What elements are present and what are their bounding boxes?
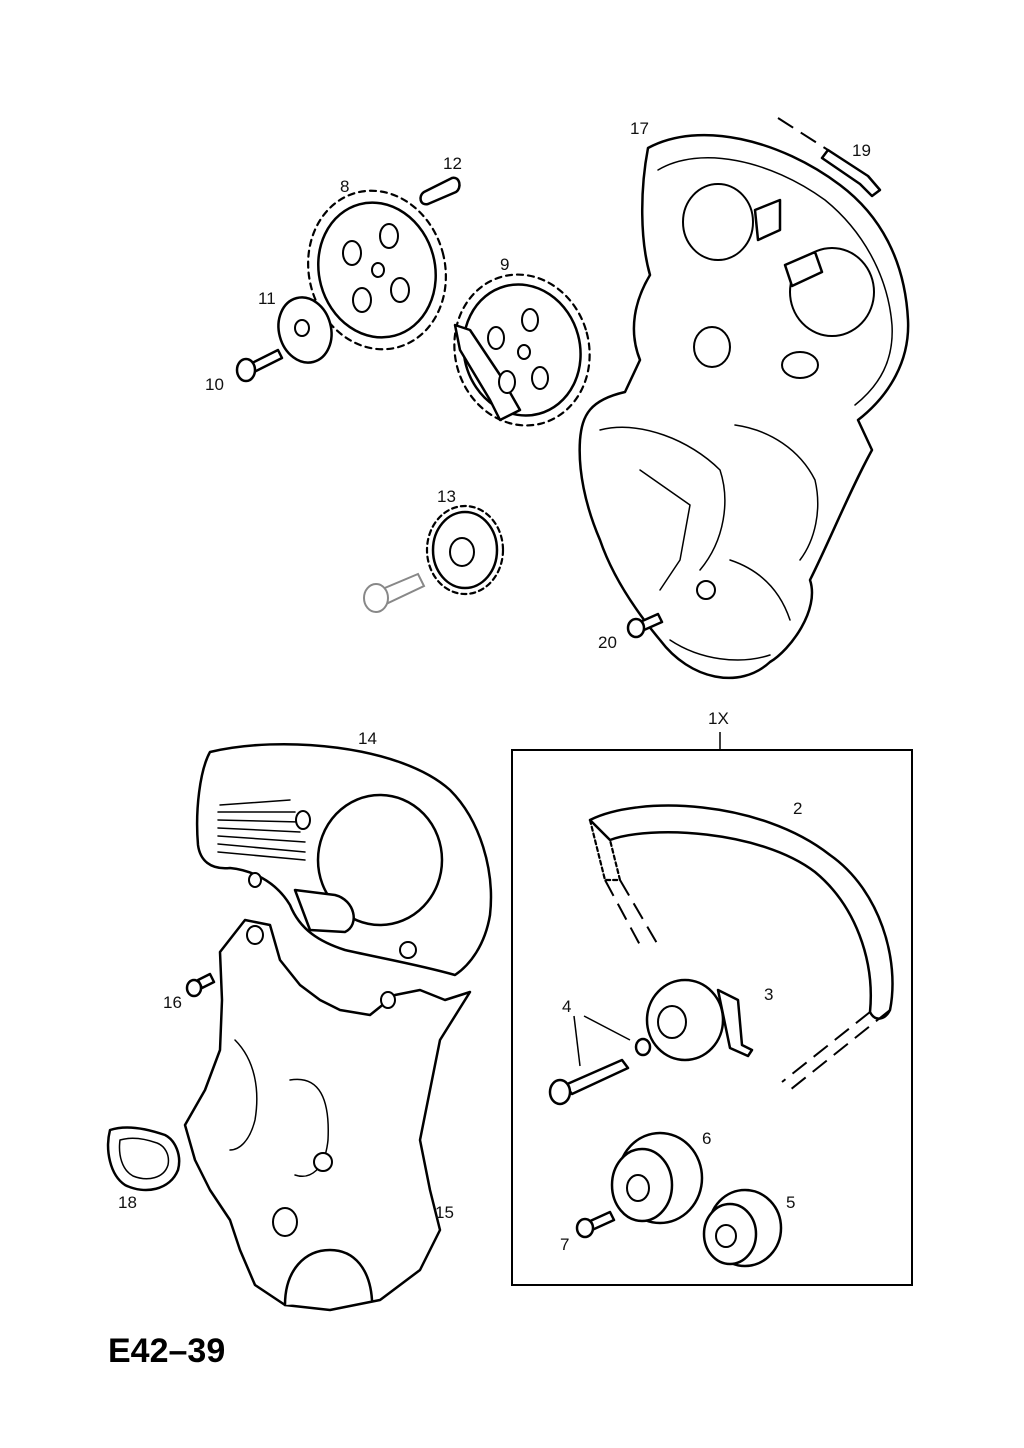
callout-labels: 17 19 12 8 9 11 10 13 20 1X 14 2 3 16 4 … (118, 119, 871, 1254)
part-3-tensioner (645, 978, 754, 1062)
part-10-bolt (235, 348, 284, 383)
part-9-sprocket-with-disc (453, 273, 591, 427)
callout-16: 16 (163, 993, 182, 1012)
callout-17: 17 (630, 119, 649, 138)
diagram-code: E42–39 (108, 1332, 225, 1370)
part-5-idler-pulley (702, 1188, 783, 1268)
callout-9: 9 (500, 255, 509, 274)
callout-20: 20 (598, 633, 617, 652)
part-11-washer (277, 296, 333, 364)
callout-6: 6 (702, 1129, 711, 1148)
part-7-bolt (575, 1210, 616, 1239)
part-19-seal-strip (777, 117, 882, 198)
callout-12: 12 (443, 154, 462, 173)
callout-13: 13 (437, 487, 456, 506)
callout-8: 8 (340, 177, 349, 196)
callout-19: 19 (852, 141, 871, 160)
part-17-rear-cover (578, 133, 910, 680)
callout-11: 11 (258, 289, 276, 308)
part-4-bolt-washer (548, 1015, 652, 1106)
part-2-timing-belt (588, 804, 894, 1091)
callout-15: 15 (435, 1203, 454, 1222)
callout-7: 7 (560, 1235, 569, 1254)
part-12-pin (419, 176, 461, 206)
callout-2: 2 (793, 799, 802, 818)
kit-1x-box (511, 732, 913, 1286)
part-16-bolt (185, 972, 216, 998)
part-13-crank-sprocket (363, 504, 505, 613)
callout-1x: 1X (708, 709, 729, 728)
part-14-upper-front-cover (195, 742, 493, 977)
part-6-idler-pulley (610, 1131, 704, 1225)
callout-4: 4 (562, 997, 571, 1016)
part-15-lower-front-cover (183, 918, 472, 1312)
callout-18: 18 (118, 1193, 137, 1212)
part-8-camshaft-sprocket (307, 189, 447, 351)
callout-14: 14 (358, 729, 377, 748)
callout-5: 5 (786, 1193, 795, 1212)
callout-3: 3 (764, 985, 773, 1004)
part-20-bolt (626, 612, 664, 639)
callout-10: 10 (205, 375, 224, 394)
part-18-gasket (106, 1126, 181, 1192)
